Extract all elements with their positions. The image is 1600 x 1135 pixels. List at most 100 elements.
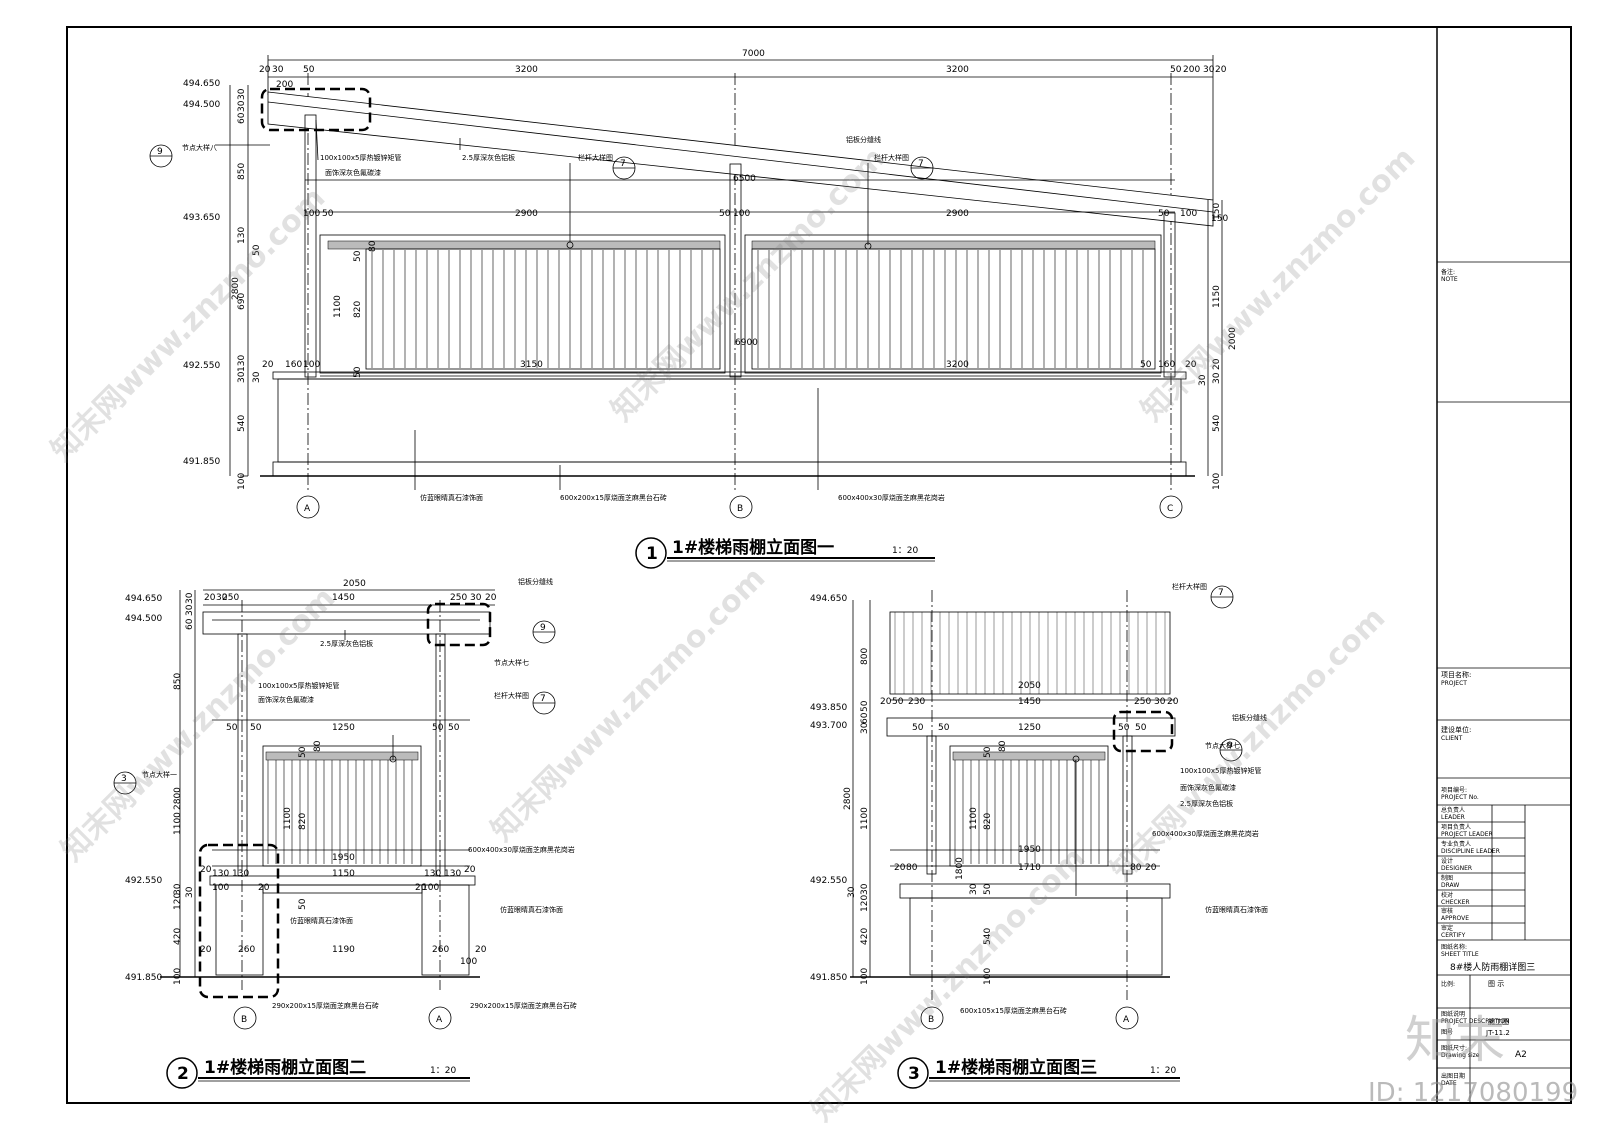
- note: 600x400x30厚烧面芝麻黑花岗岩: [468, 845, 575, 854]
- vdim: 800: [860, 648, 870, 665]
- note: 100x100x5厚热镀锌矩管: [1180, 766, 1261, 775]
- tb-role-en: DESIGNER: [1441, 865, 1472, 872]
- vdim: 50: [353, 366, 363, 378]
- callout-number: 7: [1218, 588, 1224, 598]
- dim-label: 3200: [946, 360, 969, 370]
- tb-size-label: 图纸尺寸:: [1441, 1044, 1467, 1052]
- dim-label: 50: [1135, 723, 1147, 733]
- dim-label: 100: [733, 209, 750, 219]
- dim-label: 80: [906, 863, 918, 873]
- dim-label: 50: [1158, 209, 1170, 219]
- vdim: 100: [173, 968, 183, 985]
- vdim: 30: [185, 604, 195, 616]
- elevation-mark: 491.850: [125, 973, 162, 983]
- elevation-1: [149, 55, 1223, 569]
- vdim: 2800: [843, 787, 853, 810]
- vdim: 420: [173, 928, 183, 945]
- dim-label: 1250: [1018, 723, 1041, 733]
- dim-label: 30: [1203, 65, 1215, 75]
- dim-label: 3150: [520, 360, 543, 370]
- tb-date-label: 出图日期: [1441, 1072, 1465, 1080]
- note: 仿蓝眼睛真石漆饰面: [500, 905, 563, 914]
- vdim: 2800: [173, 787, 183, 810]
- note: 面饰深灰色氟碳漆: [1180, 783, 1236, 792]
- note: 2.5厚深灰色铝板: [1180, 799, 1233, 808]
- vdim: 60: [860, 712, 870, 724]
- tb-size-en: Drawing size: [1441, 1052, 1480, 1059]
- dim-label: 1710: [1018, 863, 1041, 873]
- dim-label: 20: [894, 863, 906, 873]
- dim-label: 3200: [946, 65, 969, 75]
- note: 100x100x5厚热镀锌矩管: [320, 153, 401, 162]
- note: 600x400x30厚烧面芝麻黑花岗岩: [1152, 829, 1259, 838]
- vdim: 540: [1212, 415, 1222, 432]
- vdim: 820: [983, 813, 993, 830]
- tb-role-en: DRAW: [1441, 882, 1459, 889]
- tb-desc-en: PROJECT DESCRIPTION: [1441, 1018, 1509, 1025]
- elevation-mark: 492.550: [810, 876, 847, 886]
- note: 600x105x15厚烧面芝麻黑台石砖: [960, 1006, 1067, 1015]
- dim-label: 50: [432, 723, 444, 733]
- vdim: 60: [237, 112, 247, 124]
- note: 600x400x30厚烧面芝麻黑花岗岩: [838, 493, 945, 502]
- vdim: 1100: [283, 807, 293, 830]
- vdim: 850: [173, 673, 183, 690]
- note: 290x200x15厚烧面芝麻黑台石砖: [470, 1001, 577, 1010]
- tb-role-en: CERTIFY: [1441, 932, 1466, 939]
- callout-number: 9: [1227, 741, 1233, 751]
- vdim: 2000: [1228, 327, 1238, 350]
- dim-label: 50: [250, 723, 262, 733]
- vdim: 130: [237, 355, 247, 372]
- callout-number: 9: [540, 623, 546, 633]
- note: 节点大样一: [142, 770, 177, 779]
- note: 栏杆大样图: [1172, 582, 1207, 591]
- dim-label: 130: [424, 869, 441, 879]
- note: 栏杆大样图: [874, 153, 909, 162]
- dim-label: 100: [303, 360, 320, 370]
- elevation-mark: 494.500: [183, 100, 220, 110]
- dim-label: 30: [272, 65, 284, 75]
- dim-label: 1150: [332, 869, 355, 879]
- tb-role: 制图: [1441, 874, 1453, 882]
- vdim: 60: [185, 618, 195, 630]
- tb-sheet-title: 8#楼人防雨棚详图三: [1450, 961, 1535, 973]
- dim-label: 6900: [735, 338, 758, 348]
- tb-sheet-no-label: 图号: [1441, 1029, 1453, 1036]
- drawing-number: 2: [177, 1064, 189, 1084]
- dim-label: 100: [303, 209, 320, 219]
- vdim: 20: [1212, 358, 1222, 370]
- elevation-mark: 491.850: [183, 457, 220, 467]
- vdim: 30: [185, 592, 195, 604]
- vdim: 820: [353, 301, 363, 318]
- elevation-mark: 493.700: [810, 721, 847, 731]
- note: 铝板分缝线: [846, 135, 881, 144]
- dim-label: 2050: [343, 579, 366, 589]
- drawing-title: 1#楼梯雨棚立面图三: [935, 1057, 1097, 1078]
- elevation-mark: 493.850: [810, 703, 847, 713]
- title-block: [1437, 261, 1571, 1103]
- tb-client-label: 建设单位:: [1441, 725, 1471, 734]
- vdim: 2800: [231, 277, 241, 300]
- drawing-scale: 1：20: [1150, 1066, 1176, 1076]
- vdim: 50: [298, 746, 308, 758]
- vdim: 80: [998, 740, 1008, 752]
- vdim: 30: [252, 371, 262, 383]
- elevation-2: [113, 589, 556, 1089]
- dim-label: 30: [470, 593, 482, 603]
- drawing-scale: 1：20: [430, 1066, 456, 1076]
- vdim: 30: [237, 100, 247, 112]
- dim-label: 50: [322, 209, 334, 219]
- dim-label: 50: [1170, 65, 1182, 75]
- vdim: 50: [252, 244, 262, 256]
- note: 仿蓝眼睛真石漆饰面: [420, 493, 483, 502]
- note: 面饰深灰色氟碳漆: [325, 168, 381, 177]
- elevation-3: [850, 585, 1243, 1089]
- note: 100x100x5厚热镀锌矩管: [258, 681, 339, 690]
- drawing-scale: 1：20: [892, 546, 918, 556]
- dim-label: 160: [1158, 360, 1175, 370]
- tb-role: 项目负责人: [1441, 823, 1471, 831]
- tb-sheet-no-value: JT-11.2: [1485, 1029, 1510, 1037]
- dim-label: 30: [1154, 697, 1166, 707]
- vdim: 690: [237, 293, 247, 310]
